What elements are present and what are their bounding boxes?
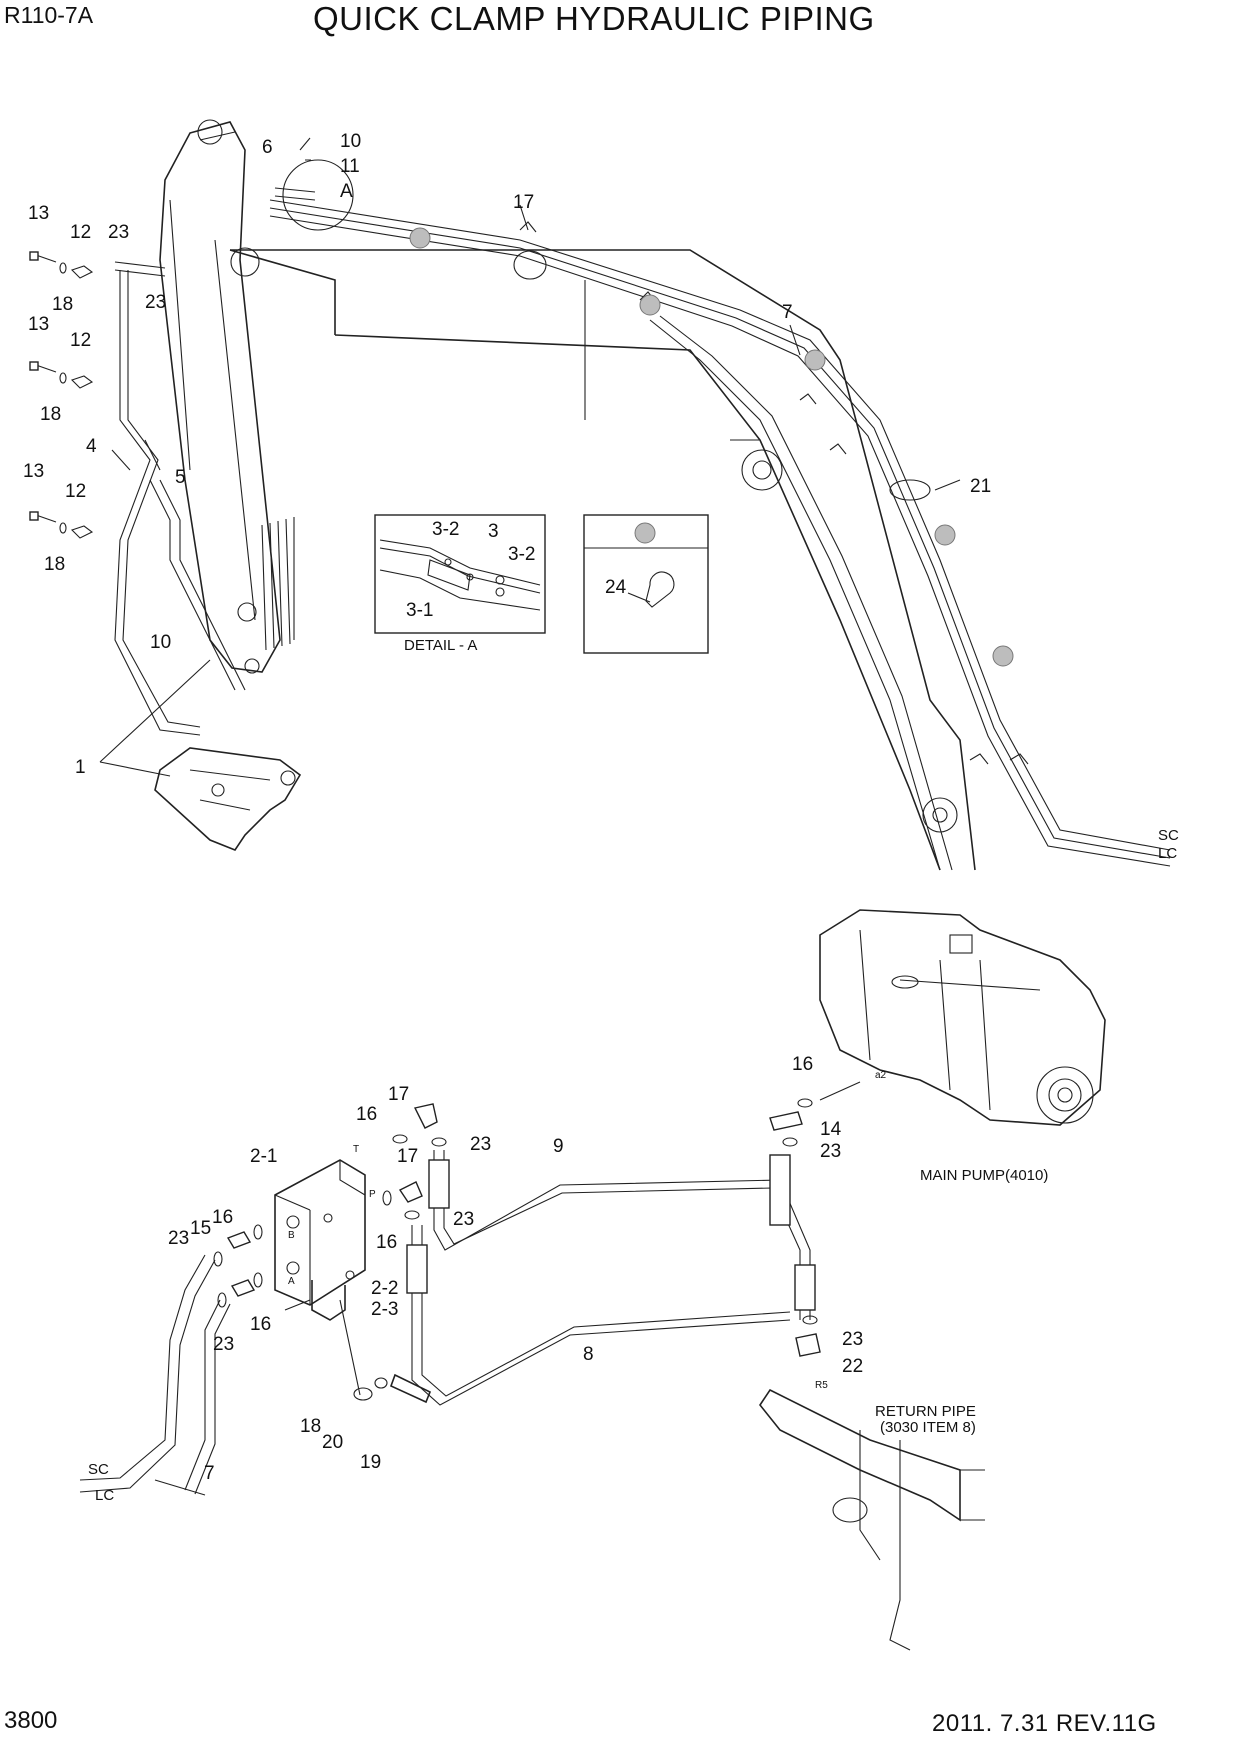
port-a2-mark: a2 [875, 1070, 887, 1081]
callout-label: 17 [388, 1084, 409, 1105]
callout-label: 17 [397, 1146, 418, 1167]
detail-a-caption: DETAIL - A [404, 637, 477, 654]
callout-label: 6 [262, 137, 273, 158]
callout-label: 12 [70, 222, 91, 243]
callout-label: 9 [553, 1136, 564, 1157]
callout-label: 23 [168, 1228, 189, 1249]
callout-label: 15 [190, 1218, 211, 1239]
revision-date: 2011. 7.31 REV.11G [932, 1710, 1157, 1737]
callout-label: 10 [150, 632, 171, 653]
callout-label: 16 [792, 1054, 813, 1075]
callout-label: 3-2 [508, 544, 535, 565]
callout-label: 16 [356, 1104, 377, 1125]
return-pipe-caption-1: RETURN PIPE [875, 1403, 976, 1420]
callout-label: 3-2 [432, 519, 459, 540]
page-title: QUICK CLAMP HYDRAULIC PIPING [313, 0, 875, 37]
callout-label: 10 [340, 131, 361, 152]
callout-label: 24 [605, 577, 627, 598]
callout-label: 12 [70, 330, 91, 351]
callout-labels-top: 10 11 6 13 12 23 18 23 13 12 18 4 5 13 1… [23, 131, 1179, 862]
callout-label: 3 [488, 521, 499, 542]
lc-label-bottom: LC [95, 1487, 114, 1504]
callout-label: 11 [340, 156, 360, 177]
sc-label-bottom: SC [88, 1461, 109, 1478]
callout-label: 2-2 [371, 1278, 398, 1299]
main-pump-caption: MAIN PUMP(4010) [920, 1167, 1048, 1184]
callout-label: 2-3 [371, 1299, 398, 1320]
callout-label: 7 [204, 1463, 215, 1484]
callout-label: 3-1 [406, 600, 433, 621]
return-pipe-caption-2: (3030 ITEM 8) [880, 1419, 976, 1436]
clamp-legend-panel [583, 514, 709, 654]
callout-labels-bottom: 16 14 23 17 16 23 2-1 9 17 23 16 16 23 1… [88, 1054, 1048, 1504]
port-a-mark: A [288, 1276, 295, 1287]
port-t-mark: T [353, 1144, 359, 1155]
callout-label: 23 [213, 1334, 234, 1355]
callout-label: 2-1 [250, 1146, 277, 1167]
callout-label: 17 [513, 192, 534, 213]
sc-label-top: SC [1158, 827, 1179, 844]
callout-label: 22 [842, 1356, 863, 1377]
callout-label: 18 [52, 294, 73, 315]
callout-label: 16 [212, 1207, 233, 1228]
detail-marker: A [340, 181, 353, 202]
callout-label: 7 [782, 302, 793, 323]
callout-label: 12 [65, 481, 86, 502]
detail-a-panel [374, 514, 546, 634]
boom-arm-assembly [29, 119, 1171, 871]
callout-label: 23 [145, 292, 166, 313]
page-number: 3800 [4, 1707, 58, 1734]
callout-label: 23 [453, 1209, 474, 1230]
callout-label: 16 [250, 1314, 271, 1335]
callout-label: 13 [28, 203, 49, 224]
valve-and-pump-assembly [79, 909, 1106, 1651]
callout-label: 14 [820, 1119, 842, 1140]
port-r5-mark: R5 [815, 1380, 828, 1391]
callout-label: 18 [40, 404, 61, 425]
callout-label: 18 [44, 554, 65, 575]
callout-label: 13 [23, 461, 44, 482]
callout-label: 16 [376, 1232, 397, 1253]
callout-label: 23 [820, 1141, 841, 1162]
callout-label: 4 [86, 436, 97, 457]
callout-label: 20 [322, 1432, 343, 1453]
callout-label: 8 [583, 1344, 594, 1365]
model-code: R110-7A [4, 2, 94, 28]
callout-label: 23 [470, 1134, 491, 1155]
port-b-mark: B [288, 1230, 295, 1241]
port-p-mark: P [369, 1189, 376, 1200]
callout-label: 21 [970, 476, 991, 497]
callout-label: 19 [360, 1452, 381, 1473]
callout-label: 18 [300, 1416, 321, 1437]
callout-label: 13 [28, 314, 49, 335]
callout-label: 23 [842, 1329, 863, 1350]
callout-label: 5 [175, 467, 186, 488]
callout-label: 1 [75, 757, 86, 778]
lc-label-top: LC [1158, 845, 1177, 862]
callout-label: 23 [108, 222, 129, 243]
